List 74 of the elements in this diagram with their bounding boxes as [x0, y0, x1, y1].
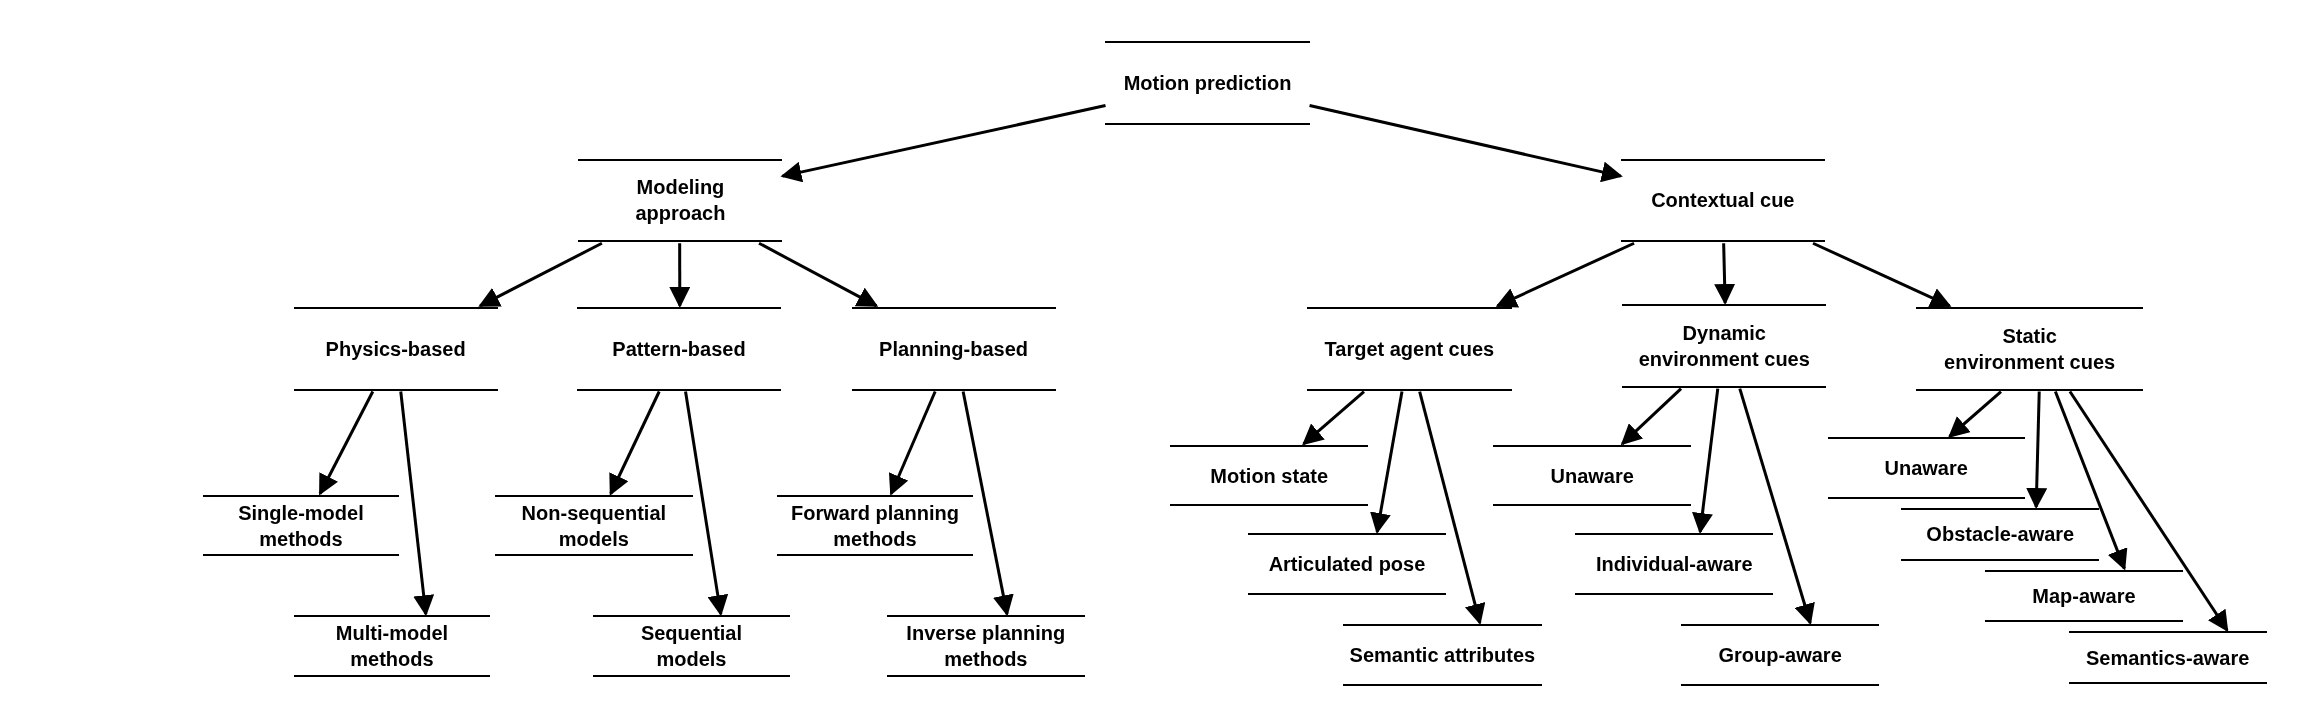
node-label: Physics-based	[324, 336, 467, 362]
node-label: Modeling approach	[634, 175, 727, 227]
arrow	[1495, 241, 1635, 308]
category-node	[578, 158, 783, 243]
category-node	[576, 306, 781, 391]
arrow	[609, 390, 661, 496]
node-label: Inverse planning methods	[905, 620, 1067, 672]
category-node	[293, 615, 491, 677]
category-node	[1306, 306, 1513, 391]
node-label: Dynamic environment cues	[1637, 320, 1811, 372]
category-node	[1620, 158, 1825, 243]
arrow	[2054, 390, 2128, 571]
arrow	[961, 391, 1014, 617]
category-node	[776, 494, 974, 557]
category-node	[1915, 306, 2144, 391]
category-node	[202, 494, 400, 557]
node-label: Map-aware	[2031, 584, 2137, 610]
arrow	[399, 391, 435, 617]
arrow	[1620, 387, 1683, 446]
category-node	[1247, 532, 1447, 595]
category-node	[1105, 41, 1310, 125]
arrow	[1692, 388, 1720, 534]
node-label: Articulated pose	[1267, 551, 1427, 577]
category-node	[886, 615, 1085, 677]
node-label: Forward planning methods	[790, 500, 960, 552]
node-label: Group-aware	[1717, 642, 1843, 668]
arrow	[1418, 391, 1486, 625]
arrow	[478, 241, 603, 308]
node-label: Motion state	[1209, 463, 1330, 489]
category-node	[2068, 631, 2267, 685]
node-label: Unaware	[1549, 463, 1635, 489]
category-node	[1901, 507, 2100, 561]
category-node	[293, 306, 498, 391]
arrow	[780, 104, 1106, 183]
category-node	[1170, 444, 1369, 507]
arrow	[2026, 391, 2048, 510]
arrow	[318, 390, 375, 496]
node-label: Sequential models	[639, 620, 744, 672]
category-node	[1343, 623, 1542, 686]
arrow	[1302, 390, 1365, 446]
category-node	[494, 494, 693, 557]
category-node	[1827, 437, 2025, 500]
arrow	[684, 391, 729, 617]
category-node	[593, 615, 790, 677]
node-label: Unaware	[1883, 456, 1969, 482]
arrow	[1738, 388, 1815, 625]
node-label: Contextual cue	[1650, 188, 1796, 214]
category-node	[1681, 623, 1880, 686]
node-label: Static environment cues	[1943, 323, 2117, 375]
node-label: Semantic attributes	[1348, 642, 1537, 668]
arrow	[1948, 390, 2002, 438]
node-label: Planning-based	[878, 336, 1029, 362]
node-label: Non-sequential models	[520, 500, 668, 552]
node-label: Target agent cues	[1323, 336, 1496, 362]
node-label: Pattern-based	[611, 336, 747, 362]
category-node	[1575, 532, 1774, 595]
category-node	[851, 306, 1056, 391]
node-label: Individual-aware	[1595, 551, 1754, 577]
category-node	[1493, 444, 1692, 507]
arrow	[758, 241, 879, 308]
category-node	[1622, 303, 1827, 388]
arrow	[2068, 390, 2229, 633]
arrow	[1370, 391, 1404, 534]
arrow	[888, 390, 937, 496]
node-label: Obstacle-aware	[1925, 522, 2076, 548]
node-label: Semantics-aware	[2084, 645, 2251, 671]
node-label: Single-model methods	[237, 500, 365, 552]
arrow	[1812, 241, 1952, 308]
arrow	[1309, 104, 1623, 183]
node-label: Multi-model methods	[334, 620, 450, 672]
node-label: Motion prediction	[1122, 70, 1293, 96]
category-node	[1984, 569, 2184, 623]
arrow	[669, 243, 691, 308]
arrow	[1714, 243, 1736, 305]
